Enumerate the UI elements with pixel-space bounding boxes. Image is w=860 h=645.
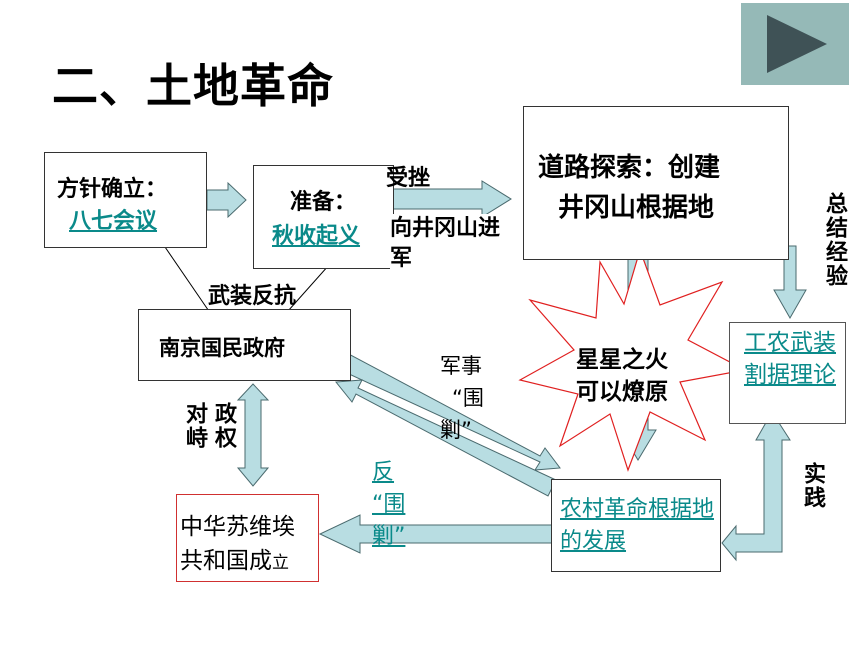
prep-link[interactable]: 秋收起义 [272, 224, 361, 249]
label-counter[interactable]: 反 [372, 460, 395, 485]
node-road: 道路探索：创建 井冈山根据地 [523, 106, 789, 260]
label-summary: 总结经验 [822, 192, 847, 288]
label-military: 军事 [440, 354, 482, 378]
policy-label: 方针确立： [57, 177, 168, 202]
node-policy: 方针确立： 八七会议 [44, 152, 207, 248]
page-title: 二、土地革命 [52, 59, 334, 113]
arrow-nanjing-soviet [236, 383, 270, 487]
rural-link[interactable]: 农村革命根据地的发展 [560, 497, 715, 554]
spark-line1: 星星之火 [576, 347, 668, 373]
node-rural: 农村革命根据地的发展 [551, 479, 721, 572]
label-practice: 实践 [800, 462, 825, 510]
road-line2: 井冈山根据地 [558, 193, 715, 223]
line-policy-to-nanjing [164, 246, 216, 321]
theory-link[interactable]: 工农武装割据理论 [744, 330, 836, 388]
label-setback: 受挫 [386, 166, 431, 191]
label-confront: 对峙 [182, 402, 207, 450]
label-to-jinggang: 向井冈山进军 [390, 214, 510, 274]
arrow-counter-encircle [335, 379, 557, 497]
soviet-line2: 共和国成 [180, 548, 272, 574]
nanjing-label: 南京国民政府 [159, 336, 285, 360]
spark-line2: 可以燎原 [576, 379, 668, 405]
soviet-line2-wrap: 共和国成立 [180, 541, 289, 575]
label-regime: 政权 [211, 402, 236, 450]
road-line1: 道路探索：创建 [538, 153, 721, 183]
node-soviet: 中华苏维埃 共和国成立 [176, 494, 319, 582]
arrow-policy-to-prep [206, 181, 247, 219]
label-encircle2: 剿” [440, 418, 472, 442]
soviet-line1: 中华苏维埃 [180, 514, 295, 540]
spark-starburst [518, 248, 747, 472]
soviet-line2-small: 立 [272, 553, 289, 573]
play-icon [767, 15, 827, 73]
label-counter-encircle1[interactable]: “围 [372, 492, 406, 517]
label-counter-encircle2[interactable]: 剿” [372, 524, 406, 549]
node-theory: 工农武装割据理论 [729, 322, 846, 424]
arrow-rural-to-soviet [318, 514, 553, 554]
node-prep: 准备： 秋收起义 [253, 165, 394, 269]
node-nanjing: 南京国民政府 [138, 309, 351, 381]
label-encircle1: “围 [452, 386, 484, 410]
label-armed-resistance: 武装反抗 [208, 284, 297, 309]
prep-label: 准备： [290, 190, 357, 215]
arrow-practice [721, 411, 791, 562]
arrow-military-encircle [335, 351, 561, 471]
policy-link[interactable]: 八七会议 [69, 209, 158, 234]
play-button[interactable] [741, 3, 849, 85]
